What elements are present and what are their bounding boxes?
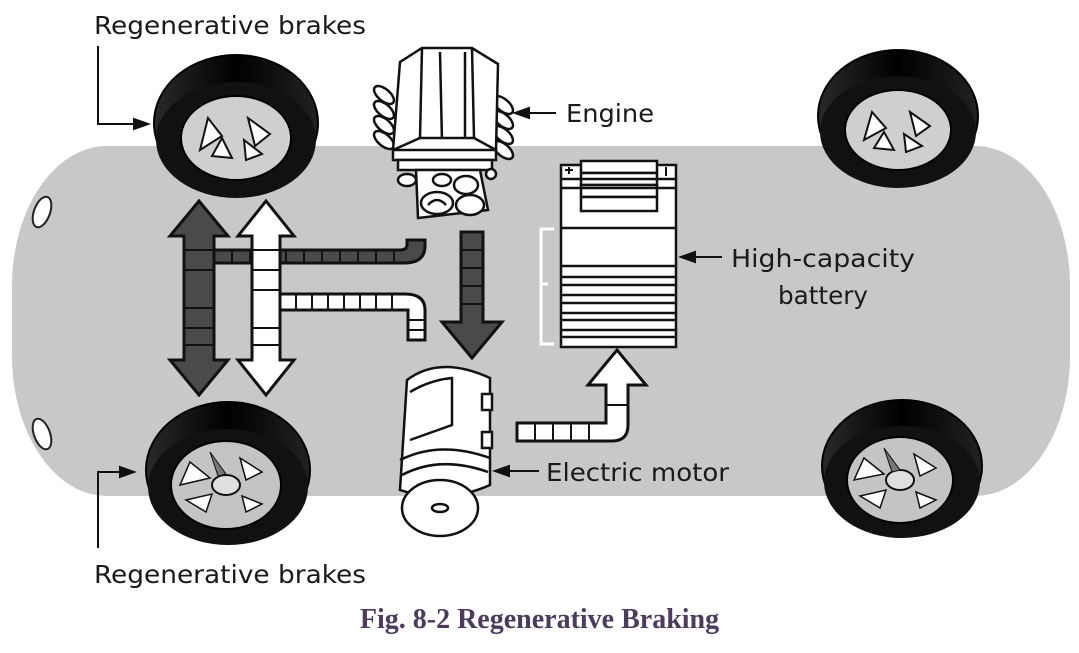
light-energy-arrow-vertical [234,198,298,398]
battery-illustration [559,159,678,349]
wheel-rear-right [821,399,983,538]
label-engine: Engine [566,99,654,128]
label-battery-line1: High-capacity [731,244,915,273]
wheel-front-left [153,54,319,198]
headlight-bottom [31,417,53,451]
battery-bracket [539,227,554,346]
leader-lines [97,46,722,548]
label-regenerative-brakes-bottom: Regenerative brakes [94,560,366,589]
engine-illustration [372,46,515,220]
label-battery-line2: battery [778,281,868,310]
headlight-top [31,195,53,229]
light-energy-channel [278,292,427,342]
label-regenerative-brakes-top: Regenerative brakes [94,11,366,40]
label-electric-motor: Electric motor [546,458,730,487]
figure-caption: Fig. 8-2 Regenerative Braking [359,604,720,635]
wheel-rear-left [145,401,311,545]
wheel-front-right [817,49,979,188]
dark-arrow-engine-to-motor [438,230,506,361]
electric-motor-illustration [398,365,494,538]
light-arrow-motor-to-battery [515,347,650,443]
